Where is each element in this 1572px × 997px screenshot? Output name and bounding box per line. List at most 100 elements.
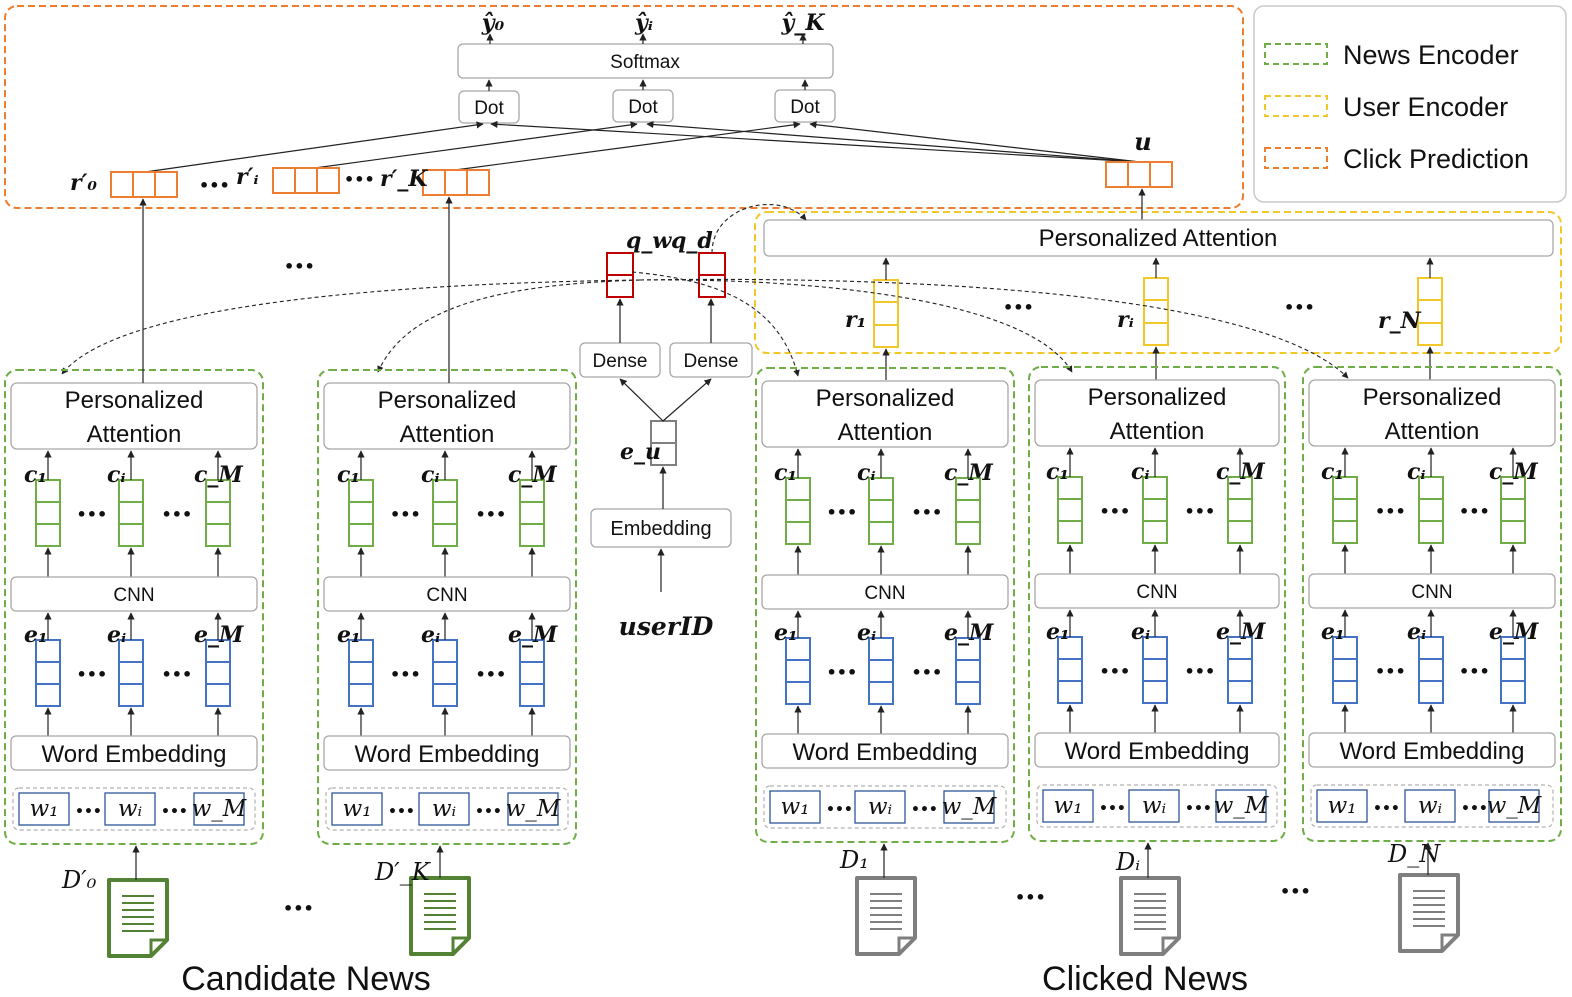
word-embedding-vector (1057, 636, 1083, 704)
document-label: D_N (1387, 840, 1441, 868)
news-encoder-frame (1302, 366, 1562, 842)
ellipsis: ••• (476, 665, 507, 684)
context-label: c₁ (1321, 459, 1344, 485)
context-label: c₁ (1046, 459, 1069, 485)
ellipsis: ••• (476, 505, 507, 524)
context-vector (1057, 476, 1083, 544)
word-token-label: w₁ (30, 796, 59, 822)
ellipsis: ••• (911, 802, 938, 818)
ellipsis: ••• (1459, 502, 1490, 521)
word-token-box (1316, 789, 1368, 823)
context-label: cᵢ (421, 462, 440, 488)
softmax-label: Softmax (610, 52, 680, 73)
word-token-box (1488, 789, 1540, 823)
word-token-label: w_M (506, 796, 562, 822)
word-attention-label-1: Personalized (378, 387, 517, 414)
context-label: c_M (944, 460, 993, 486)
context-label: c₁ (337, 462, 360, 488)
dot-product-K: Dot (774, 89, 836, 123)
cnn-label: CNN (864, 583, 905, 604)
embedding-label: eᵢ (1131, 619, 1150, 645)
embedding-label: e_M (1489, 619, 1539, 645)
word-token-box (1215, 789, 1267, 823)
word-embedding-box (1034, 732, 1280, 768)
word-token-label: wᵢ (868, 794, 892, 820)
query-link-clickedi (639, 279, 1073, 373)
ellipsis: ••• (1375, 662, 1406, 681)
context-vector (868, 477, 894, 545)
ellipsis: ••• (162, 665, 193, 684)
query-word-vector (606, 252, 634, 298)
context-label: cᵢ (107, 462, 126, 488)
word-embedding-label: Word Embedding (1065, 738, 1250, 765)
legend-swatch-click (1264, 147, 1328, 169)
dense-layer-word: Dense (579, 342, 661, 378)
ellipsis: ••• (1100, 502, 1131, 521)
ellipsis: ••• (161, 804, 188, 820)
output-yi: ŷᵢ (634, 10, 653, 36)
label-ri-user: rᵢ (1117, 307, 1134, 333)
word-token-label: w_M (192, 796, 248, 822)
word-token-label: wᵢ (1418, 793, 1442, 819)
ellipsis: ••• (77, 665, 108, 684)
label-u: u (1134, 127, 1151, 156)
ellipsis-docs-cand: ••• (283, 899, 314, 918)
context-vector (519, 479, 545, 547)
word-token-box (507, 792, 559, 826)
ellipsis: ••• (162, 505, 193, 524)
embedding-label: e₁ (1321, 619, 1345, 645)
word-token-label: wᵢ (1142, 793, 1166, 819)
word-token-label: w₁ (1328, 793, 1357, 819)
word-embedding-box (323, 735, 571, 771)
word-attention-box (1308, 379, 1556, 447)
word-attention-label-2: Attention (838, 419, 933, 446)
word-embedding-box (10, 735, 258, 771)
word-token-box (943, 790, 995, 824)
user-representation (1105, 161, 1173, 188)
cnn-label: CNN (1411, 582, 1452, 603)
embedding-label: e_M (508, 622, 558, 648)
word-token-label: w₁ (343, 796, 372, 822)
ellipsis-cand-2: ••• (344, 170, 375, 189)
context-vector (432, 479, 458, 547)
cnn-label: CNN (113, 585, 154, 606)
news-document: Dᵢ (1115, 842, 1181, 956)
context-label: cᵢ (857, 460, 876, 486)
word-token-box (1128, 789, 1180, 823)
embedding-label: e₁ (1046, 619, 1070, 645)
word-token-box (1042, 789, 1094, 823)
ellipsis: ••• (1185, 502, 1216, 521)
ellipsis: ••• (1099, 801, 1126, 817)
news-document: D′₀ (61, 845, 169, 958)
word-embedding-label: Word Embedding (793, 739, 978, 766)
context-label: c₁ (24, 462, 47, 488)
words-container (325, 787, 569, 831)
word-attention-box (761, 380, 1009, 448)
ellipsis-user-2: ••• (1284, 298, 1315, 317)
ellipsis: ••• (912, 503, 943, 522)
news-rep-i (1143, 277, 1169, 346)
dense-layer-doc: Dense (669, 342, 753, 378)
legend-label-click: Click Prediction (1343, 144, 1529, 174)
context-vector (348, 479, 374, 547)
label-eu: e_u (620, 439, 661, 465)
label-qw: q_w (626, 228, 672, 254)
svg-text:Dot: Dot (628, 97, 658, 118)
ellipsis: ••• (1459, 662, 1490, 681)
caption-candidate-news: Candidate News (181, 960, 430, 997)
candidate-rep-0 (110, 171, 178, 198)
context-vector (205, 479, 231, 547)
svg-text:Embedding: Embedding (610, 518, 711, 540)
news-document: D₁ (839, 843, 917, 956)
word-embedding-box (1308, 732, 1556, 768)
ellipsis: ••• (390, 665, 421, 684)
words-container (763, 785, 1007, 829)
embedding-label: e₁ (337, 622, 361, 648)
news-document: D_N (1387, 840, 1460, 953)
word-embedding-vector (348, 639, 374, 707)
word-token-box (193, 792, 245, 826)
